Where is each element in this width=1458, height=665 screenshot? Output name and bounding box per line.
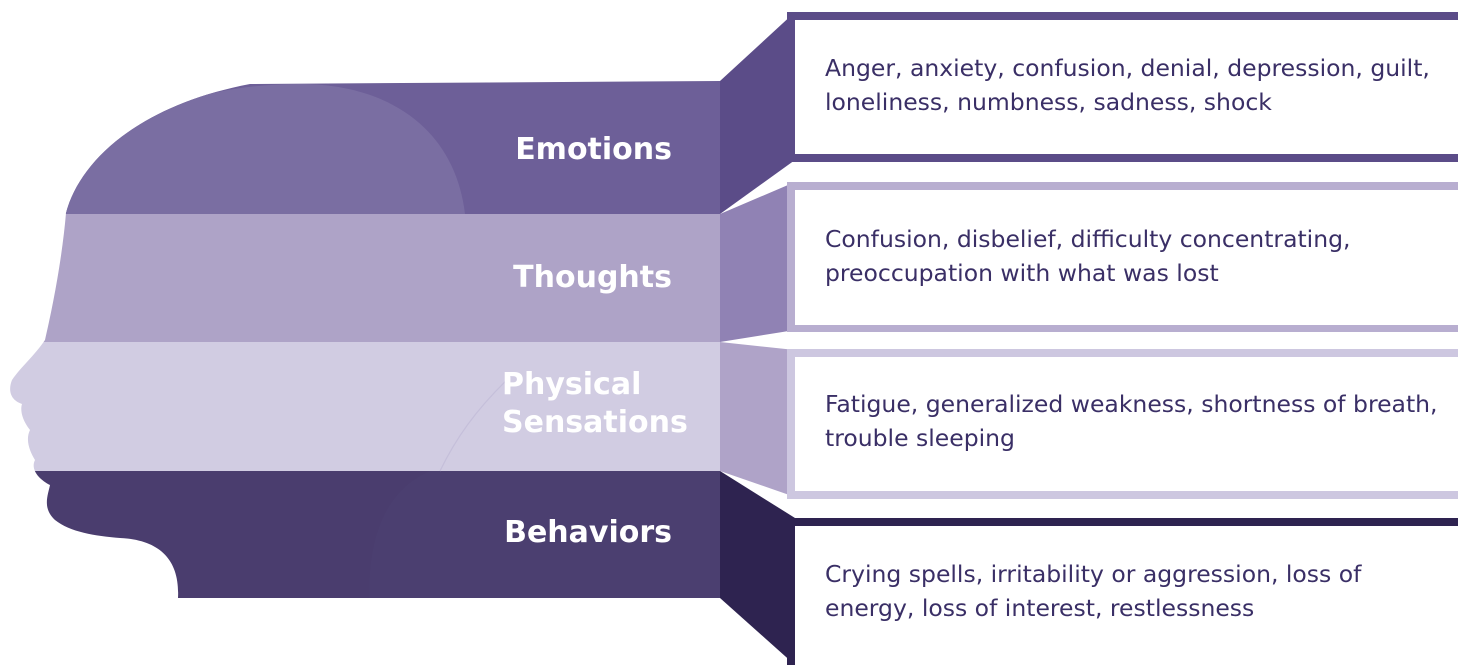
emotions-description: Anger, anxiety, confusion, denial, depre… — [825, 54, 1430, 116]
emotions-description-box: Anger, anxiety, confusion, denial, depre… — [795, 20, 1458, 154]
physical-sensations-label: Physical Sensations — [502, 367, 688, 440]
behaviors-connector — [720, 471, 795, 665]
ear-line — [439, 374, 513, 472]
physical-description-box: Fatigue, generalized weakness, shortness… — [795, 357, 1458, 491]
thoughts-description-box: Confusion, disbelief, difficulty concent… — [795, 190, 1458, 325]
physical-description: Fatigue, generalized weakness, shortness… — [825, 390, 1438, 452]
behaviors-description: Crying spells, irritability or aggressio… — [825, 560, 1362, 622]
behaviors-description-box: Crying spells, irritability or aggressio… — [795, 526, 1458, 665]
emotions-connector — [720, 12, 795, 214]
behaviors-label: Behaviors — [504, 515, 672, 550]
thoughts-connector — [720, 182, 795, 342]
cranium-highlight — [60, 84, 465, 214]
thoughts-band — [10, 214, 720, 342]
physical-connector — [720, 342, 795, 497]
thoughts-description: Confusion, disbelief, difficulty concent… — [825, 225, 1351, 287]
emotions-label: Emotions — [515, 132, 672, 167]
neck-shading — [369, 471, 720, 598]
thoughts-label: Thoughts — [513, 260, 672, 295]
physical-band — [10, 342, 720, 471]
